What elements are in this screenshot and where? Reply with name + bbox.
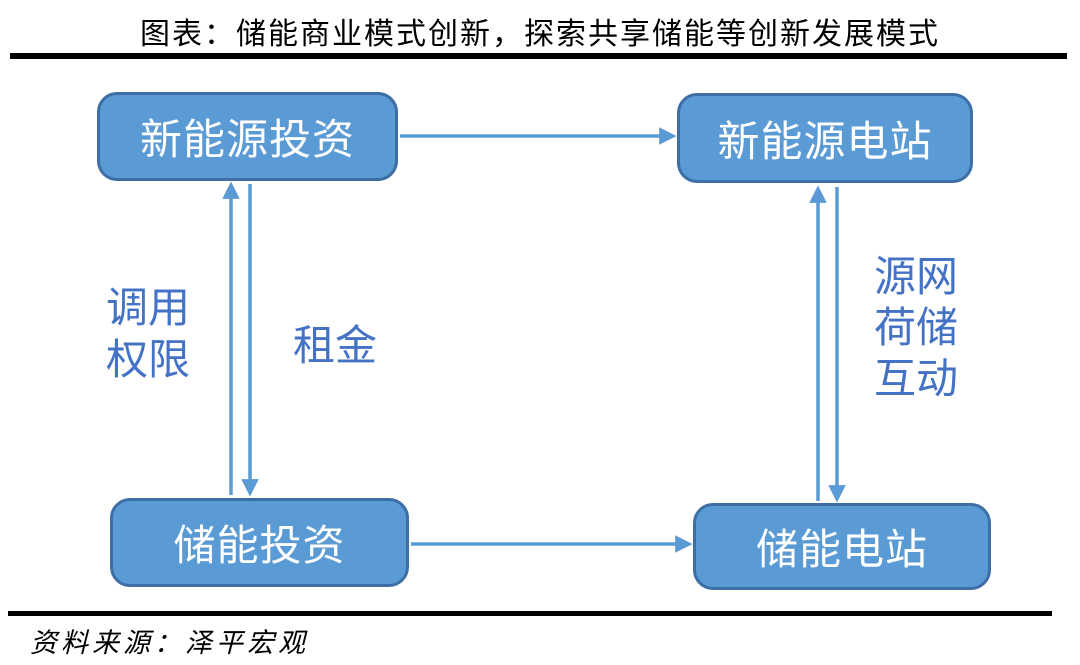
source-divider-rule bbox=[8, 611, 1052, 616]
title-divider-rule bbox=[10, 53, 1067, 59]
node-new-energy-investment: 新能源投资 bbox=[97, 92, 398, 181]
node-storage-station: 储能电站 bbox=[693, 503, 991, 590]
edge-label-source-grid-load-storage-interaction: 源网 荷储 互动 bbox=[873, 252, 958, 403]
edge-label-call-rights: 调用 权限 bbox=[105, 283, 190, 384]
figure-title: 图表：储能商业模式创新，探索共享储能等创新发展模式 bbox=[140, 17, 940, 52]
node-storage-investment: 储能投资 bbox=[110, 498, 409, 587]
node-new-energy-station: 新能源电站 bbox=[677, 93, 973, 183]
source-note: 资料来源：泽平宏观 bbox=[30, 628, 309, 659]
edge-label-rent: 租金 bbox=[292, 321, 377, 370]
